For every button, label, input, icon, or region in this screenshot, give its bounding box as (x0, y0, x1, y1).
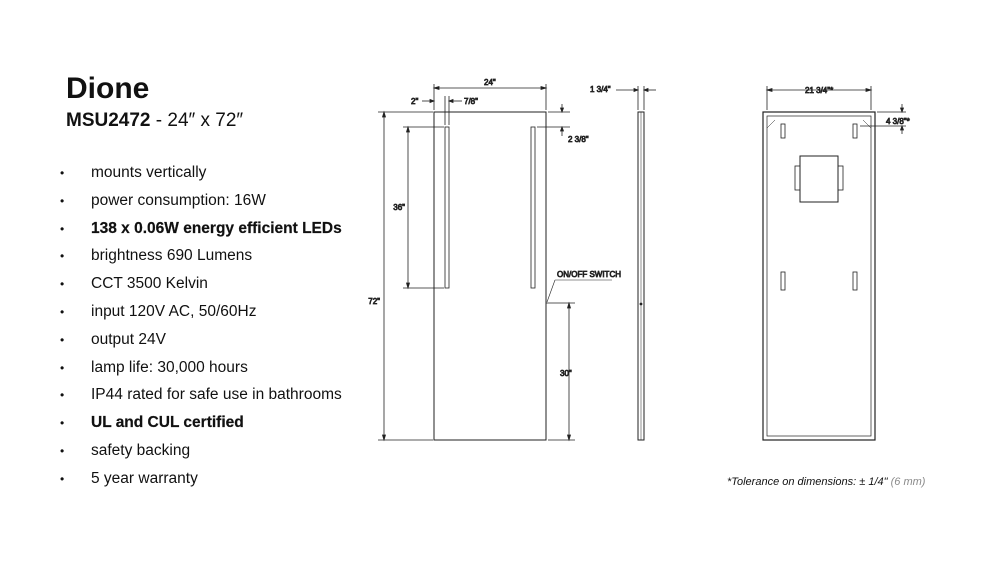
feature-item: • power consumption: 16W (60, 191, 342, 219)
side-depth-label: 1 3/4" (590, 85, 611, 94)
feature-item: • input 120V AC, 50/60Hz (60, 302, 342, 330)
bullet-icon: • (60, 249, 65, 264)
side-view (616, 86, 656, 441)
front-top-offset-label: 2 3/8" (568, 135, 589, 144)
size-text: - 24″ x 72″ (150, 110, 244, 131)
side-switch (639, 302, 643, 306)
mirror-outline (433, 111, 547, 441)
product-subtitle: MSU2472 - 24″ x 72″ (66, 110, 243, 132)
switch-label: ON/OFF SWITCH (557, 270, 621, 279)
feature-item: • safety backing (60, 441, 342, 469)
feature-text: CCT 3500 Kelvin (91, 275, 208, 293)
tolerance-text: *Tolerance on dimensions: ± 1/4" (727, 476, 888, 488)
bullet-icon: • (60, 443, 65, 458)
feature-text: lamp life: 30,000 hours (91, 358, 248, 376)
front-edge-offset-label: 2" (411, 97, 418, 106)
front-strip-width-label: 7/8" (464, 97, 478, 106)
front-height-label: 72" (368, 297, 380, 306)
model-number: MSU2472 (66, 110, 151, 131)
bullet-icon: • (60, 388, 65, 403)
feature-item: • lamp life: 30,000 hours (60, 358, 342, 386)
feature-text: safety backing (91, 441, 191, 459)
feature-text: power consumption: 16W (91, 191, 266, 209)
back-outline (762, 111, 876, 441)
back-view (762, 86, 906, 441)
bullet-icon: • (60, 277, 65, 292)
feature-item: • mounts vertically (60, 163, 342, 191)
feature-item: • 138 x 0.06W energy efficient LEDs (60, 219, 342, 247)
back-top-offset-label: 4 3/8"* (886, 117, 910, 126)
feature-item: • IP44 rated for safe use in bathrooms (60, 385, 342, 413)
feature-item: • output 24V (60, 330, 342, 358)
feature-text: mounts vertically (91, 164, 207, 181)
bullet-icon: • (60, 332, 65, 347)
led-strip-left (444, 126, 450, 289)
feature-item: • brightness 690 Lumens (60, 246, 342, 274)
front-strip-length-label: 36" (393, 203, 405, 212)
led-strip-right (530, 126, 536, 289)
feature-text: 138 x 0.06W energy efficient LEDs (91, 219, 342, 237)
feature-item: • UL and CUL certified (60, 413, 342, 441)
feature-text: brightness 690 Lumens (91, 247, 253, 265)
back-width-label: 21 3/4"* (805, 86, 833, 95)
feature-item: • CCT 3500 Kelvin (60, 274, 342, 302)
feature-text: input 120V AC, 50/60Hz (91, 302, 257, 320)
bullet-icon: • (60, 221, 65, 236)
bullet-icon: • (60, 166, 65, 180)
tolerance-note: *Tolerance on dimensions: ± 1/4" (6 mm) (727, 476, 925, 488)
bullet-icon: • (60, 416, 65, 431)
feature-text: IP44 rated for safe use in bathrooms (91, 386, 342, 404)
feature-text: UL and CUL certified (91, 414, 244, 432)
driver-box (799, 155, 839, 203)
bullet-icon: • (60, 360, 65, 375)
bullet-icon: • (60, 304, 65, 319)
bullet-icon: • (60, 471, 65, 486)
front-width-label: 24" (484, 78, 496, 87)
feature-text: 5 year warranty (91, 469, 198, 487)
feature-item: • 5 year warranty (60, 469, 342, 497)
tolerance-mm: (6 mm) (890, 476, 926, 488)
feature-list: • mounts vertically • power consumption: 16… (60, 163, 342, 497)
front-view (378, 84, 612, 442)
bullet-icon: • (60, 193, 65, 208)
switch-height-label: 30" (560, 369, 572, 378)
product-name: Dione (66, 72, 150, 105)
feature-text: output 24V (91, 330, 166, 348)
